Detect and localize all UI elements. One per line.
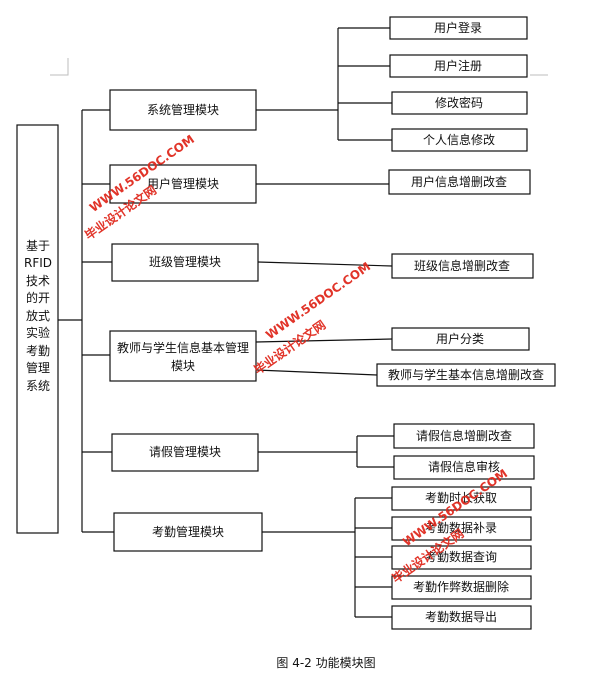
figure-caption: 图 4-2 功能模块图 [276, 656, 375, 670]
module-label: 用户管理模块 [147, 176, 219, 191]
module-box [109, 330, 257, 382]
module-teacher-student-info: 教师与学生信息基本管理 模块 [109, 330, 257, 382]
submodule-label: 教师与学生基本信息增删改查 [388, 367, 544, 382]
submodule-label: 考勤数据导出 [425, 609, 497, 624]
module-user-management: 用户管理模块 [109, 164, 257, 204]
root-line: 实验 [26, 325, 50, 340]
submodule-label: 用户登录 [434, 20, 482, 35]
module-label: 系统管理模块 [147, 102, 219, 117]
submodule-box [391, 545, 532, 570]
module-class-management: 班级管理模块 [111, 243, 259, 282]
submodule-box [393, 455, 535, 480]
module-box [111, 433, 259, 472]
module-box [109, 89, 257, 131]
submodule-label: 考勤数据查询 [425, 549, 497, 564]
submodule-group-leave: 请假信息增删改查 请假信息审核 [393, 423, 535, 480]
root-line: 考勤 [26, 344, 50, 358]
root-line: 的开 [26, 290, 50, 305]
root-line: 基于 [26, 239, 50, 253]
submodule-group-attendance: 考勤时长获取 考勤数据补录 考勤数据查询 考勤作弊数据删除 考勤数据导出 [391, 486, 532, 630]
submodule-label: 请假信息增删改查 [416, 428, 512, 443]
submodule-label: 用户注册 [434, 58, 482, 73]
submodule-group-class: 班级信息增删改查 [391, 253, 534, 279]
submodule-box [391, 327, 530, 351]
submodule-box [391, 253, 534, 279]
root-line: 管理 [26, 360, 50, 375]
submodule-label: 用户分类 [436, 331, 484, 346]
submodule-box [388, 169, 531, 195]
page-corner-marks [50, 58, 548, 76]
submodule-label: 考勤时长获取 [425, 491, 497, 505]
submodule-box [391, 91, 528, 115]
module-attendance-management: 考勤管理模块 [113, 512, 263, 552]
module-label: 教师与学生信息基本管理 [117, 340, 249, 355]
submodule-group-system: 用户登录 用户注册 修改密码 个人信息修改 [389, 16, 528, 152]
module-box [111, 243, 259, 282]
module-leave-management: 请假管理模块 [111, 433, 259, 472]
root-line: RFID [24, 256, 52, 270]
submodule-box [391, 516, 532, 541]
submodule-label: 请假信息审核 [428, 459, 500, 474]
module-label: 模块 [171, 359, 195, 373]
submodule-group-teacher-student: 用户分类 教师与学生基本信息增删改查 [376, 327, 556, 387]
submodule-label: 用户信息增删改查 [411, 174, 507, 189]
submodule-label: 个人信息修改 [423, 132, 495, 147]
module-label: 考勤管理模块 [152, 524, 224, 539]
submodule-box [391, 605, 532, 630]
submodule-label: 班级信息增删改查 [414, 258, 510, 273]
module-box [109, 164, 257, 204]
submodule-box [376, 363, 556, 387]
submodule-box [391, 486, 532, 511]
module-system-management: 系统管理模块 [109, 89, 257, 131]
root-node: 基于 RFID 技术 的开 放式 实验 考勤 管理 系统 [16, 124, 59, 534]
submodule-box [389, 54, 528, 78]
submodule-label: 修改密码 [435, 95, 483, 110]
submodule-box [391, 575, 532, 600]
root-line: 放式 [26, 308, 50, 323]
submodule-box [393, 423, 535, 449]
submodule-label: 考勤作弊数据删除 [413, 579, 509, 594]
submodule-label: 考勤数据补录 [425, 520, 497, 535]
watermark: 毕业设计论文网 WWW.56DOC.COM [251, 259, 373, 377]
submodule-box [391, 128, 528, 152]
submodule-group-user: 用户信息增删改查 [388, 169, 531, 195]
root-line: 系统 [26, 379, 50, 393]
module-box [113, 512, 263, 552]
root-line: 技术 [26, 274, 50, 288]
module-label: 请假管理模块 [149, 444, 221, 459]
connector-lines [58, 27, 394, 618]
submodule-box [389, 16, 528, 40]
module-label: 班级管理模块 [149, 254, 221, 269]
root-box [16, 124, 59, 534]
